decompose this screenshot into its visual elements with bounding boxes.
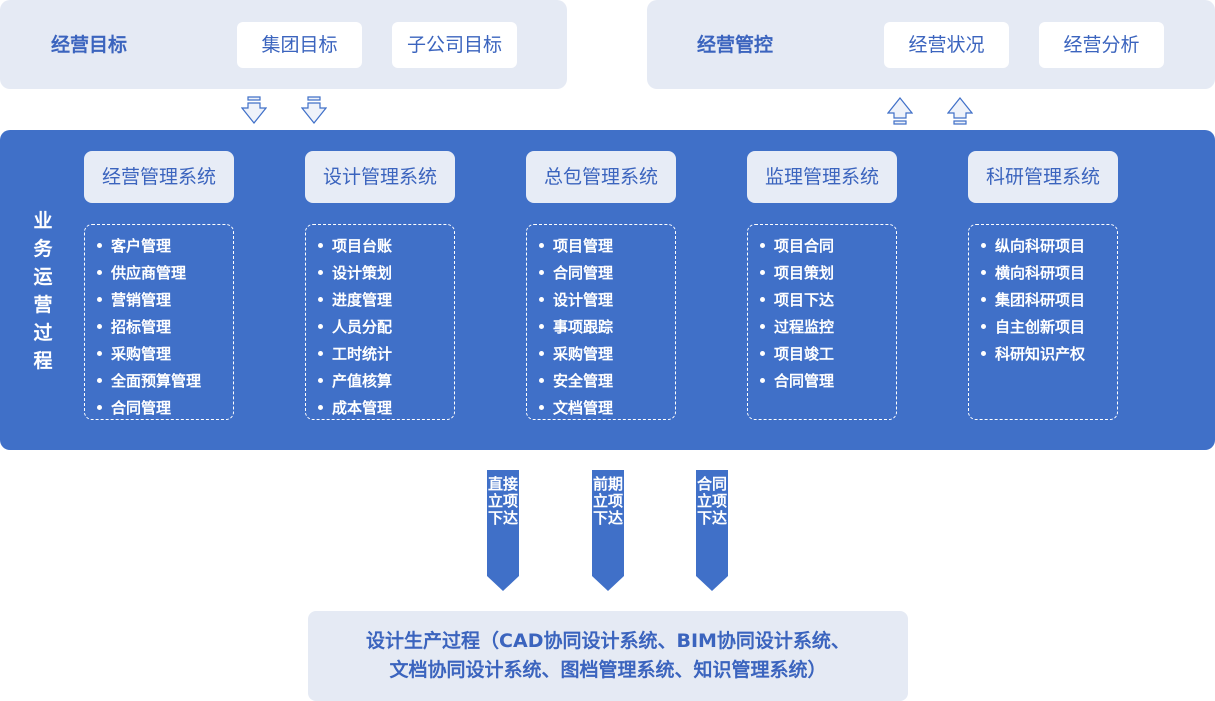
system-item-list: 纵向科研项目 横向科研项目 集团科研项目 自主创新项目 科研知识产权: [968, 224, 1118, 420]
production-line-2: 文档协同设计系统、图档管理系统、知识管理系统）: [389, 659, 827, 681]
list-item[interactable]: 合同管理: [93, 395, 233, 422]
list-item[interactable]: 项目合同: [756, 233, 896, 260]
list-item[interactable]: 项目台账: [314, 233, 454, 260]
control-chip-status[interactable]: 经营状况: [884, 22, 1009, 68]
system-item-list: 项目合同 项目策划 项目下达 过程监控 项目竣工 合同管理: [747, 224, 897, 420]
list-item[interactable]: 工时统计: [314, 341, 454, 368]
down-flow-arrow-icon: [487, 470, 519, 591]
goal-chip-subsidiary[interactable]: 子公司目标: [392, 22, 517, 68]
list-item[interactable]: 项目管理: [535, 233, 675, 260]
system-column-operation: 经营管理系统 客户管理 供应商管理 营销管理 招标管理 采购管理 全面预算管理 …: [84, 151, 234, 436]
list-item[interactable]: 过程监控: [756, 314, 896, 341]
list-item[interactable]: 事项跟踪: [535, 314, 675, 341]
list-item[interactable]: 项目下达: [756, 287, 896, 314]
list-item[interactable]: 采购管理: [93, 341, 233, 368]
system-column-supervision: 监理管理系统 项目合同 项目策划 项目下达 过程监控 项目竣工 合同管理: [747, 151, 897, 436]
up-arrow-icon: [947, 97, 973, 125]
list-item[interactable]: 进度管理: [314, 287, 454, 314]
control-title: 经营管控: [697, 34, 774, 56]
flow-label: 合同立项下达: [696, 475, 727, 527]
list-item[interactable]: 集团科研项目: [977, 287, 1117, 314]
list-item[interactable]: 安全管理: [535, 368, 675, 395]
list-item[interactable]: 项目竣工: [756, 341, 896, 368]
list-item[interactable]: 采购管理: [535, 341, 675, 368]
goals-panel: 经营目标 集团目标 子公司目标: [0, 0, 567, 89]
down-arrow-icon: [241, 96, 267, 124]
list-item[interactable]: 自主创新项目: [977, 314, 1117, 341]
system-item-list: 客户管理 供应商管理 营销管理 招标管理 采购管理 全面预算管理 合同管理: [84, 224, 234, 420]
system-title[interactable]: 监理管理系统: [747, 151, 897, 203]
list-item[interactable]: 设计策划: [314, 260, 454, 287]
list-item[interactable]: 产值核算: [314, 368, 454, 395]
system-column-epc: 总包管理系统 项目管理 合同管理 设计管理 事项跟踪 采购管理 安全管理 文档管…: [526, 151, 676, 436]
business-process-label: 业务运营过程: [33, 210, 53, 372]
list-item[interactable]: 合同管理: [535, 260, 675, 287]
down-flow-arrow-icon: [592, 470, 624, 591]
list-item[interactable]: 科研知识产权: [977, 341, 1117, 368]
list-item[interactable]: 招标管理: [93, 314, 233, 341]
system-column-research: 科研管理系统 纵向科研项目 横向科研项目 集团科研项目 自主创新项目 科研知识产…: [968, 151, 1118, 436]
system-title[interactable]: 科研管理系统: [968, 151, 1118, 203]
list-item[interactable]: 项目策划: [756, 260, 896, 287]
list-item[interactable]: 合同管理: [756, 368, 896, 395]
list-item[interactable]: 设计管理: [535, 287, 675, 314]
production-process-text: 设计生产过程（CAD协同设计系统、BIM协同设计系统、 文档协同设计系统、图档管…: [308, 627, 908, 685]
business-process-panel: 业务运营过程 经营管理系统 客户管理 供应商管理 营销管理 招标管理 采购管理 …: [0, 130, 1215, 450]
list-item[interactable]: 横向科研项目: [977, 260, 1117, 287]
list-item[interactable]: 文档管理: [535, 395, 675, 422]
up-arrow-icon: [887, 97, 913, 125]
system-column-design: 设计管理系统 项目台账 设计策划 进度管理 人员分配 工时统计 产值核算 成本管…: [305, 151, 455, 436]
flow-arrow-contract: 合同立项下达: [696, 470, 728, 595]
system-title[interactable]: 总包管理系统: [526, 151, 676, 203]
list-item[interactable]: 成本管理: [314, 395, 454, 422]
goal-chip-group[interactable]: 集团目标: [237, 22, 362, 68]
production-line-1: 设计生产过程（CAD协同设计系统、BIM协同设计系统、: [366, 630, 850, 652]
goals-title: 经营目标: [51, 34, 128, 56]
system-item-list: 项目台账 设计策划 进度管理 人员分配 工时统计 产值核算 成本管理: [305, 224, 455, 420]
system-title[interactable]: 经营管理系统: [84, 151, 234, 203]
system-title[interactable]: 设计管理系统: [305, 151, 455, 203]
control-chip-analysis[interactable]: 经营分析: [1039, 22, 1164, 68]
down-arrow-icon: [301, 96, 327, 124]
control-panel: 经营管控 经营状况 经营分析: [647, 0, 1215, 89]
flow-label: 前期立项下达: [592, 475, 623, 527]
system-item-list: 项目管理 合同管理 设计管理 事项跟踪 采购管理 安全管理 文档管理: [526, 224, 676, 420]
list-item[interactable]: 客户管理: [93, 233, 233, 260]
list-item[interactable]: 营销管理: [93, 287, 233, 314]
list-item[interactable]: 全面预算管理: [93, 368, 233, 395]
list-item[interactable]: 人员分配: [314, 314, 454, 341]
flow-arrow-preliminary: 前期立项下达: [592, 470, 624, 595]
down-flow-arrow-icon: [696, 470, 728, 591]
production-process-panel: 设计生产过程（CAD协同设计系统、BIM协同设计系统、 文档协同设计系统、图档管…: [308, 611, 908, 701]
flow-label: 直接立项下达: [487, 475, 518, 527]
flow-arrow-direct: 直接立项下达: [487, 470, 519, 595]
list-item[interactable]: 纵向科研项目: [977, 233, 1117, 260]
list-item[interactable]: 供应商管理: [93, 260, 233, 287]
